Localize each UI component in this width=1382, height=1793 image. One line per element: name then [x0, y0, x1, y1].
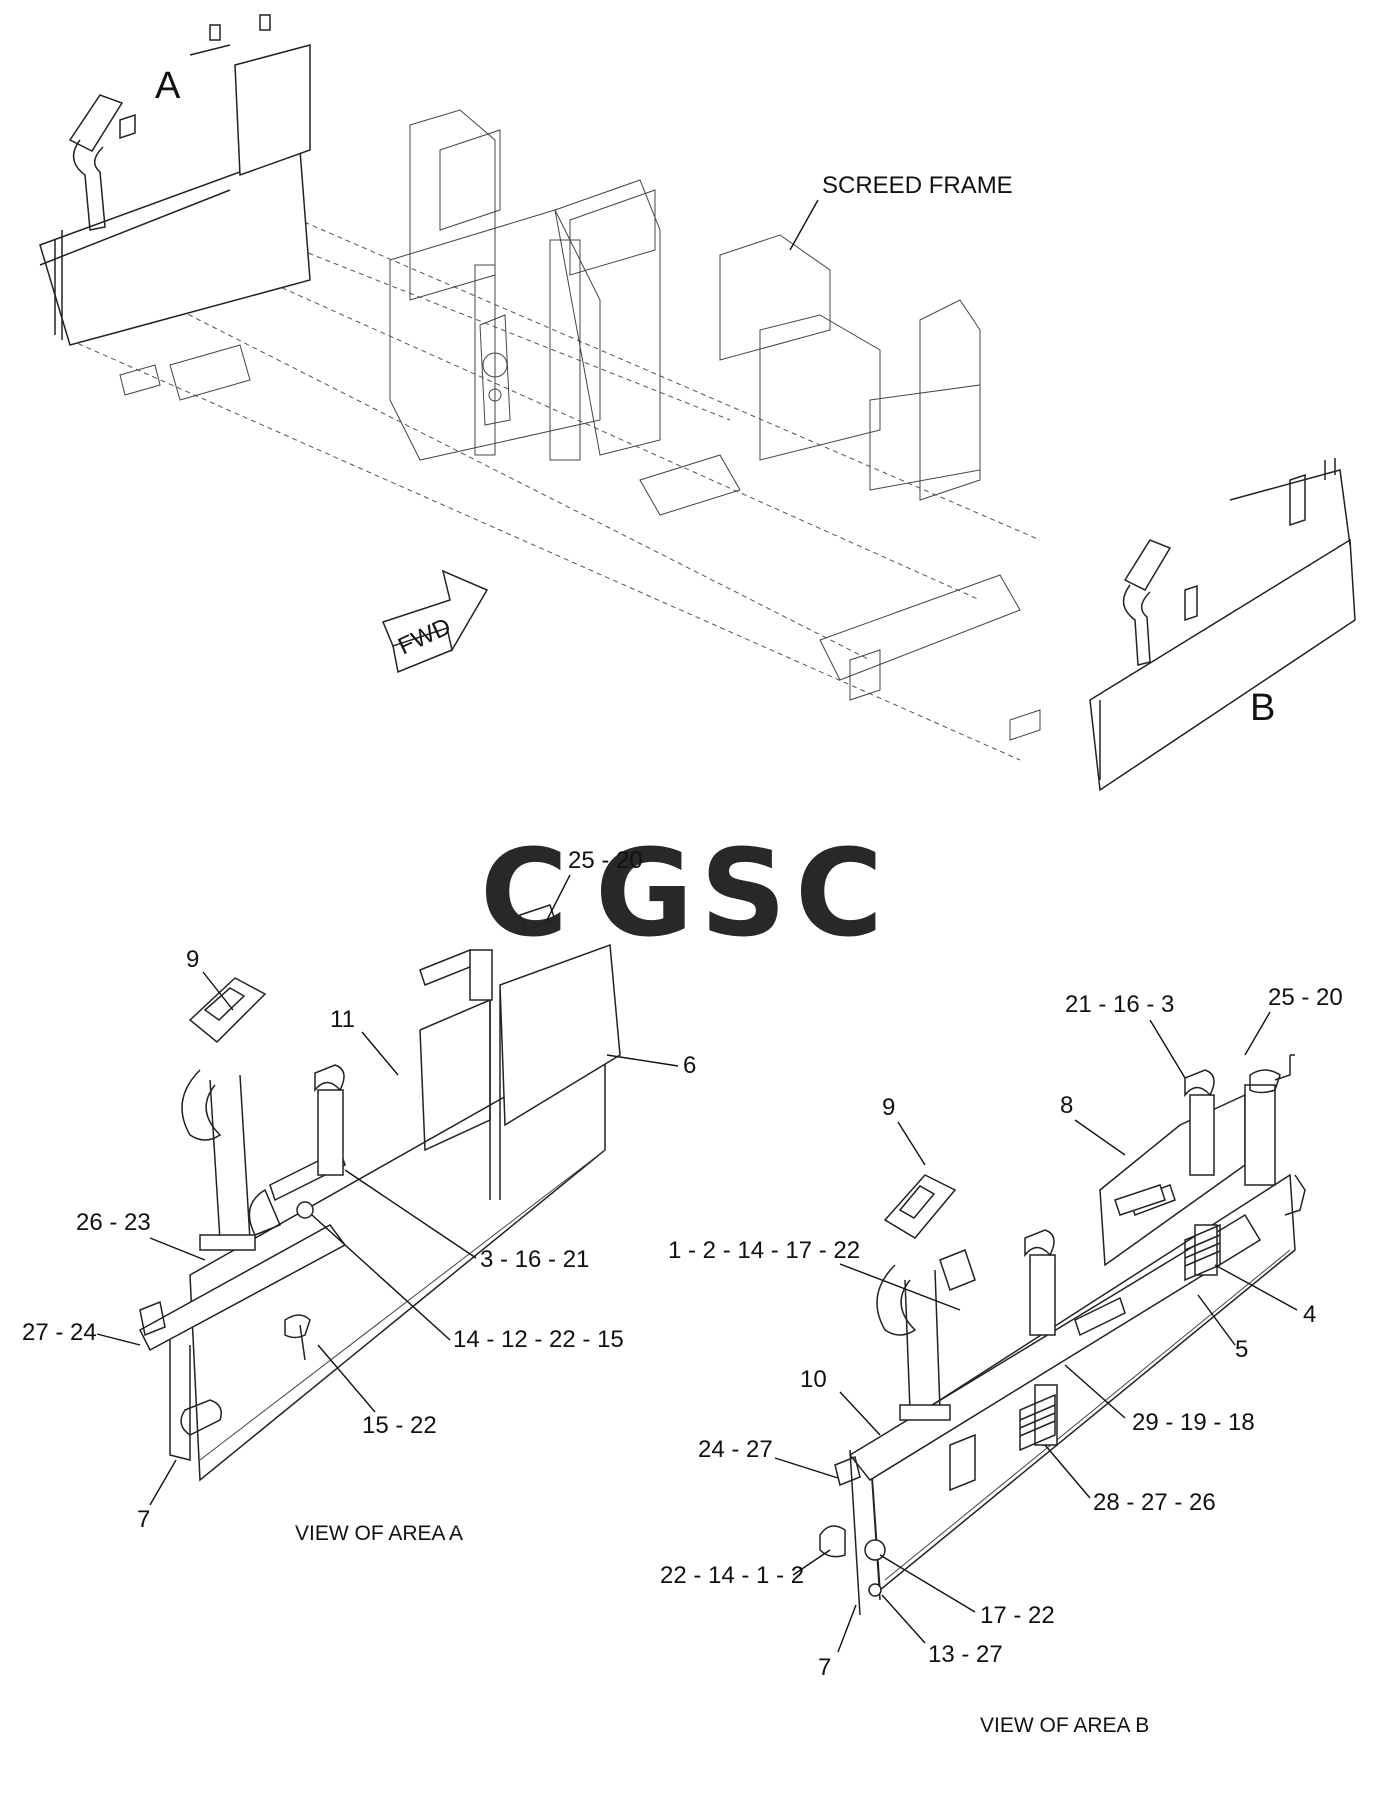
callout-28-27-26-b: 28 - 27 - 26 — [1093, 1489, 1216, 1516]
callout-7-b: 7 — [818, 1654, 831, 1681]
callout-24-27-b: 24 - 27 — [698, 1436, 773, 1463]
cgsc-watermark-logo: C G S C — [480, 825, 883, 964]
watermark-letter-g: G — [595, 825, 694, 964]
area-b-marker: B — [1250, 687, 1275, 729]
view-area-b-drawing — [819, 1054, 1306, 1616]
screed-frame-body — [119, 109, 1041, 741]
callout-29-19-18-b: 29 - 19 - 18 — [1132, 1409, 1255, 1436]
callout-25-20-b: 25 - 20 — [1268, 984, 1343, 1011]
area-a-marker: A — [155, 65, 181, 107]
callout-3-16-21-a: 3 - 16 - 21 — [480, 1246, 589, 1273]
watermark-letter-c1: C — [480, 825, 568, 964]
callout-17-22-b: 17 - 22 — [980, 1602, 1055, 1629]
callout-7-a: 7 — [137, 1506, 150, 1533]
callout-26-23-a: 26 - 23 — [76, 1209, 151, 1236]
view-area-b-callouts: 21 - 16 - 3 25 - 20 9 8 1 - 2 - 14 - 17 … — [660, 984, 1343, 1737]
callout-11-a: 11 — [330, 1006, 355, 1033]
callout-9-a: 9 — [186, 946, 199, 973]
callout-4-b: 4 — [1303, 1301, 1316, 1328]
view-area-b-caption: VIEW OF AREA B — [980, 1714, 1149, 1737]
callout-25-20-a: 25 - 20 — [568, 847, 643, 874]
screed-assembly-overview: FWD SCREED FRAME A B — [39, 14, 1356, 792]
view-area-a-callouts: 25 - 20 9 11 6 26 - 23 3 - 16 - 21 27 - … — [22, 847, 696, 1545]
callout-22-14-1-2-b: 22 - 14 - 1 - 2 — [660, 1562, 804, 1589]
callout-15-22-a: 15 - 22 — [362, 1412, 437, 1439]
callout-13-27-b: 13 - 27 — [928, 1641, 1003, 1668]
callout-1-2-14-17-22-b: 1 - 2 - 14 - 17 - 22 — [668, 1237, 860, 1264]
callout-21-16-3-b: 21 - 16 - 3 — [1065, 991, 1174, 1018]
callout-10-b: 10 — [800, 1366, 827, 1393]
callout-8-b: 8 — [1060, 1092, 1073, 1119]
callout-5-b: 5 — [1235, 1336, 1248, 1363]
forward-arrow: FWD — [381, 569, 489, 674]
callout-27-24-a: 27 - 24 — [22, 1319, 97, 1346]
view-area-a-caption: VIEW OF AREA A — [295, 1522, 463, 1545]
watermark-letter-c2: C — [795, 825, 883, 964]
view-area-a-drawing — [139, 904, 621, 1482]
callout-9-b: 9 — [882, 1094, 895, 1121]
left-end-gate-top — [39, 14, 311, 346]
callout-6-a: 6 — [683, 1052, 696, 1079]
callout-14-12-22-15-a: 14 - 12 - 22 - 15 — [453, 1326, 624, 1353]
screed-frame-label: SCREED FRAME — [822, 172, 1013, 199]
watermark-letter-s: S — [700, 825, 786, 964]
right-end-gate-top — [1089, 458, 1356, 792]
